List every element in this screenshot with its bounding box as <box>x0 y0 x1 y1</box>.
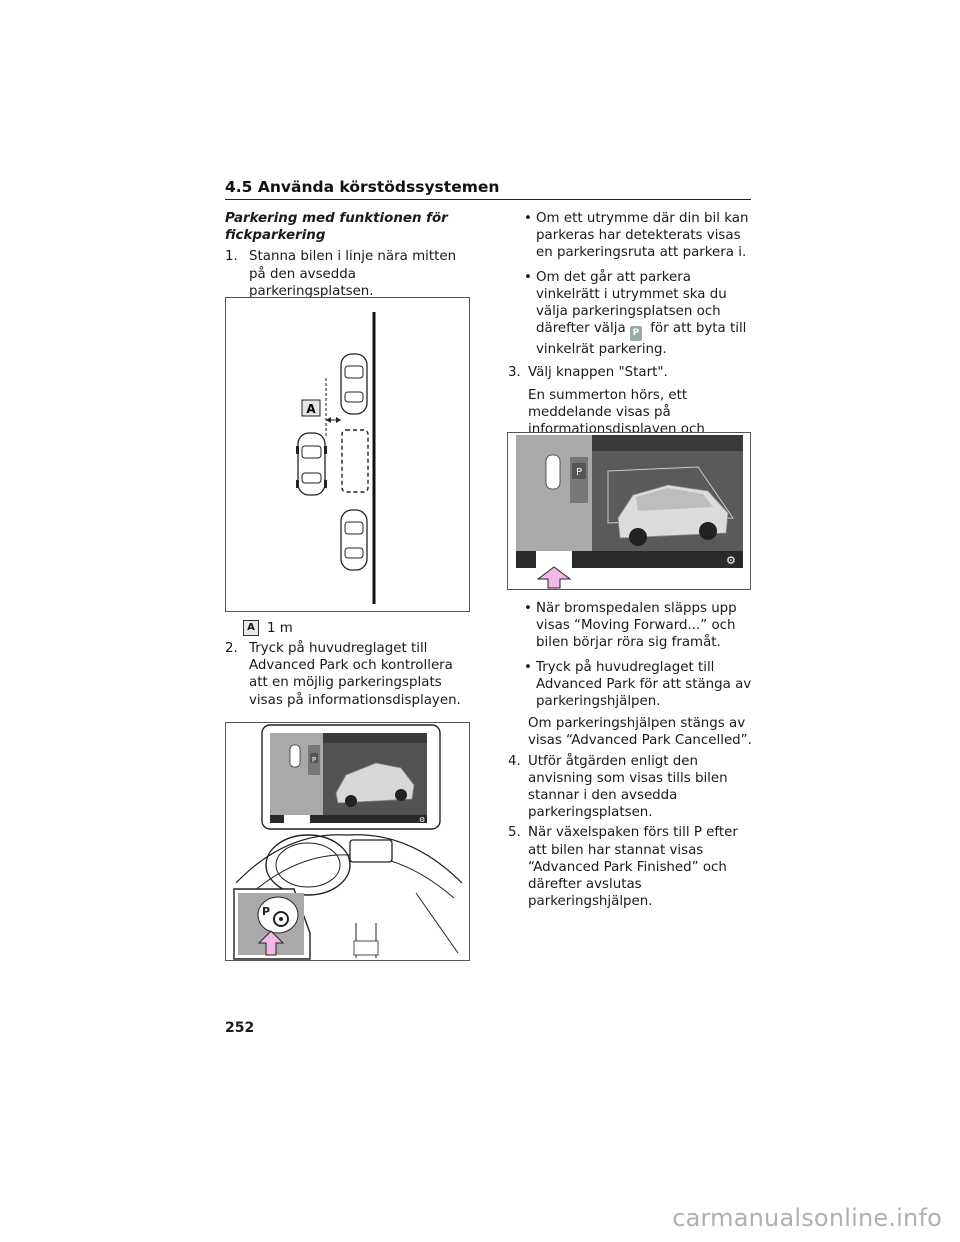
step-number: 5. <box>508 825 521 841</box>
press-arrow-icon <box>536 566 572 589</box>
press-arrow-icon <box>257 930 285 956</box>
bullet-text: Tryck på huvudreglaget till Advanced Par… <box>536 659 752 710</box>
page-header: 4.5 Använda körstödssystemen <box>225 178 751 200</box>
step-text: Tryck på huvudreglaget till Advanced Par… <box>249 641 461 708</box>
perpendicular-parking-icon: P <box>629 326 642 342</box>
bullet-item: • Om det går att parkera vinkelrätt i ut… <box>524 269 747 358</box>
figure-legend: A 1 m <box>243 620 293 636</box>
bullet-text: När bromspedalen släpps upp visas “Movin… <box>536 601 737 651</box>
step-2: 2. Tryck på huvudreglaget till Advanced … <box>225 640 475 709</box>
advanced-park-switch-callout: P <box>233 888 311 960</box>
step-4: 4. Utför åtgärden enligt den anvisning s… <box>508 753 758 822</box>
bullet-item: • Tryck på huvudreglaget till Advanced P… <box>524 659 752 710</box>
car-3d-icon <box>617 484 729 546</box>
dimension-label: A <box>306 402 316 416</box>
right-column-lower: • När bromspedalen släpps upp visas “Mov… <box>508 600 758 910</box>
svg-text:⚙: ⚙ <box>419 816 425 824</box>
car-3d-icon <box>335 762 415 807</box>
bullet-4-description: Om parkeringshjälpen stängs av visas “Ad… <box>528 716 752 749</box>
car-top-icon <box>340 353 368 415</box>
step-number: 4. <box>508 753 521 769</box>
display-p-badge: P <box>576 467 582 478</box>
step-2-block: 2. Tryck på huvudreglaget till Advanced … <box>225 640 475 709</box>
section-title: Parkering med funktionen för fickparkeri… <box>225 211 448 244</box>
right-column: • Om ett utrymme där din bil kan parkera… <box>508 210 758 455</box>
bullet-text: Om ett utrymme där din bil kan parkeras … <box>536 211 749 261</box>
figure-display-screen: P ⚙ <box>507 432 751 590</box>
bullet-item: • När bromspedalen släpps upp visas “Mov… <box>524 601 737 651</box>
watermark: carmanualsonline.info <box>672 1204 942 1232</box>
step-text: När växelspaken förs till P efter att bi… <box>528 825 738 910</box>
start-button-area <box>536 551 572 568</box>
dimension-label-box <box>301 399 321 417</box>
own-car-icon <box>296 432 327 496</box>
bullet-item: • Om ett utrymme där din bil kan parkera… <box>524 211 749 261</box>
bullet-text-continued: för att byta till vinkelrät parkering. <box>536 321 747 358</box>
page-number: 252 <box>225 1020 255 1036</box>
settings-gear-icon: ⚙ <box>726 554 736 567</box>
figure-parking-diagram: A <box>225 297 470 612</box>
legend-letter: A <box>243 620 259 636</box>
car-bottom-icon <box>340 509 368 571</box>
step-number: 1. <box>225 249 238 265</box>
left-column: Parkering med funktionen för fickparkeri… <box>225 210 475 300</box>
p-switch-label: P <box>262 905 270 918</box>
parking-slot-outline <box>341 429 369 493</box>
step-text: Utför åtgärden enligt den anvisning som … <box>528 753 728 821</box>
legend-text: 1 m <box>267 620 293 636</box>
step-text: Stanna bilen i linje nära mitten på den … <box>249 249 457 299</box>
bullet-text: Om det går att parkera vinkelrätt i utry… <box>536 269 727 337</box>
step-number: 3. <box>508 365 521 381</box>
step-number: 2. <box>225 641 238 656</box>
parking-diagram-svg: A <box>296 312 376 604</box>
dashboard-svg: P ⚙ P <box>233 724 463 960</box>
figure-dashboard: P ⚙ P <box>225 722 470 961</box>
step-1: 1. Stanna bilen i linje nära mitten på d… <box>225 248 475 300</box>
display-screen-svg: P ⚙ <box>516 435 743 589</box>
step-5: 5. När växelspaken förs till P efter att… <box>508 824 758 910</box>
step-text: Välj knappen "Start". <box>528 365 668 381</box>
step-3: 3. Välj knappen "Start". <box>508 364 758 381</box>
display-p-badge: P <box>312 756 316 764</box>
